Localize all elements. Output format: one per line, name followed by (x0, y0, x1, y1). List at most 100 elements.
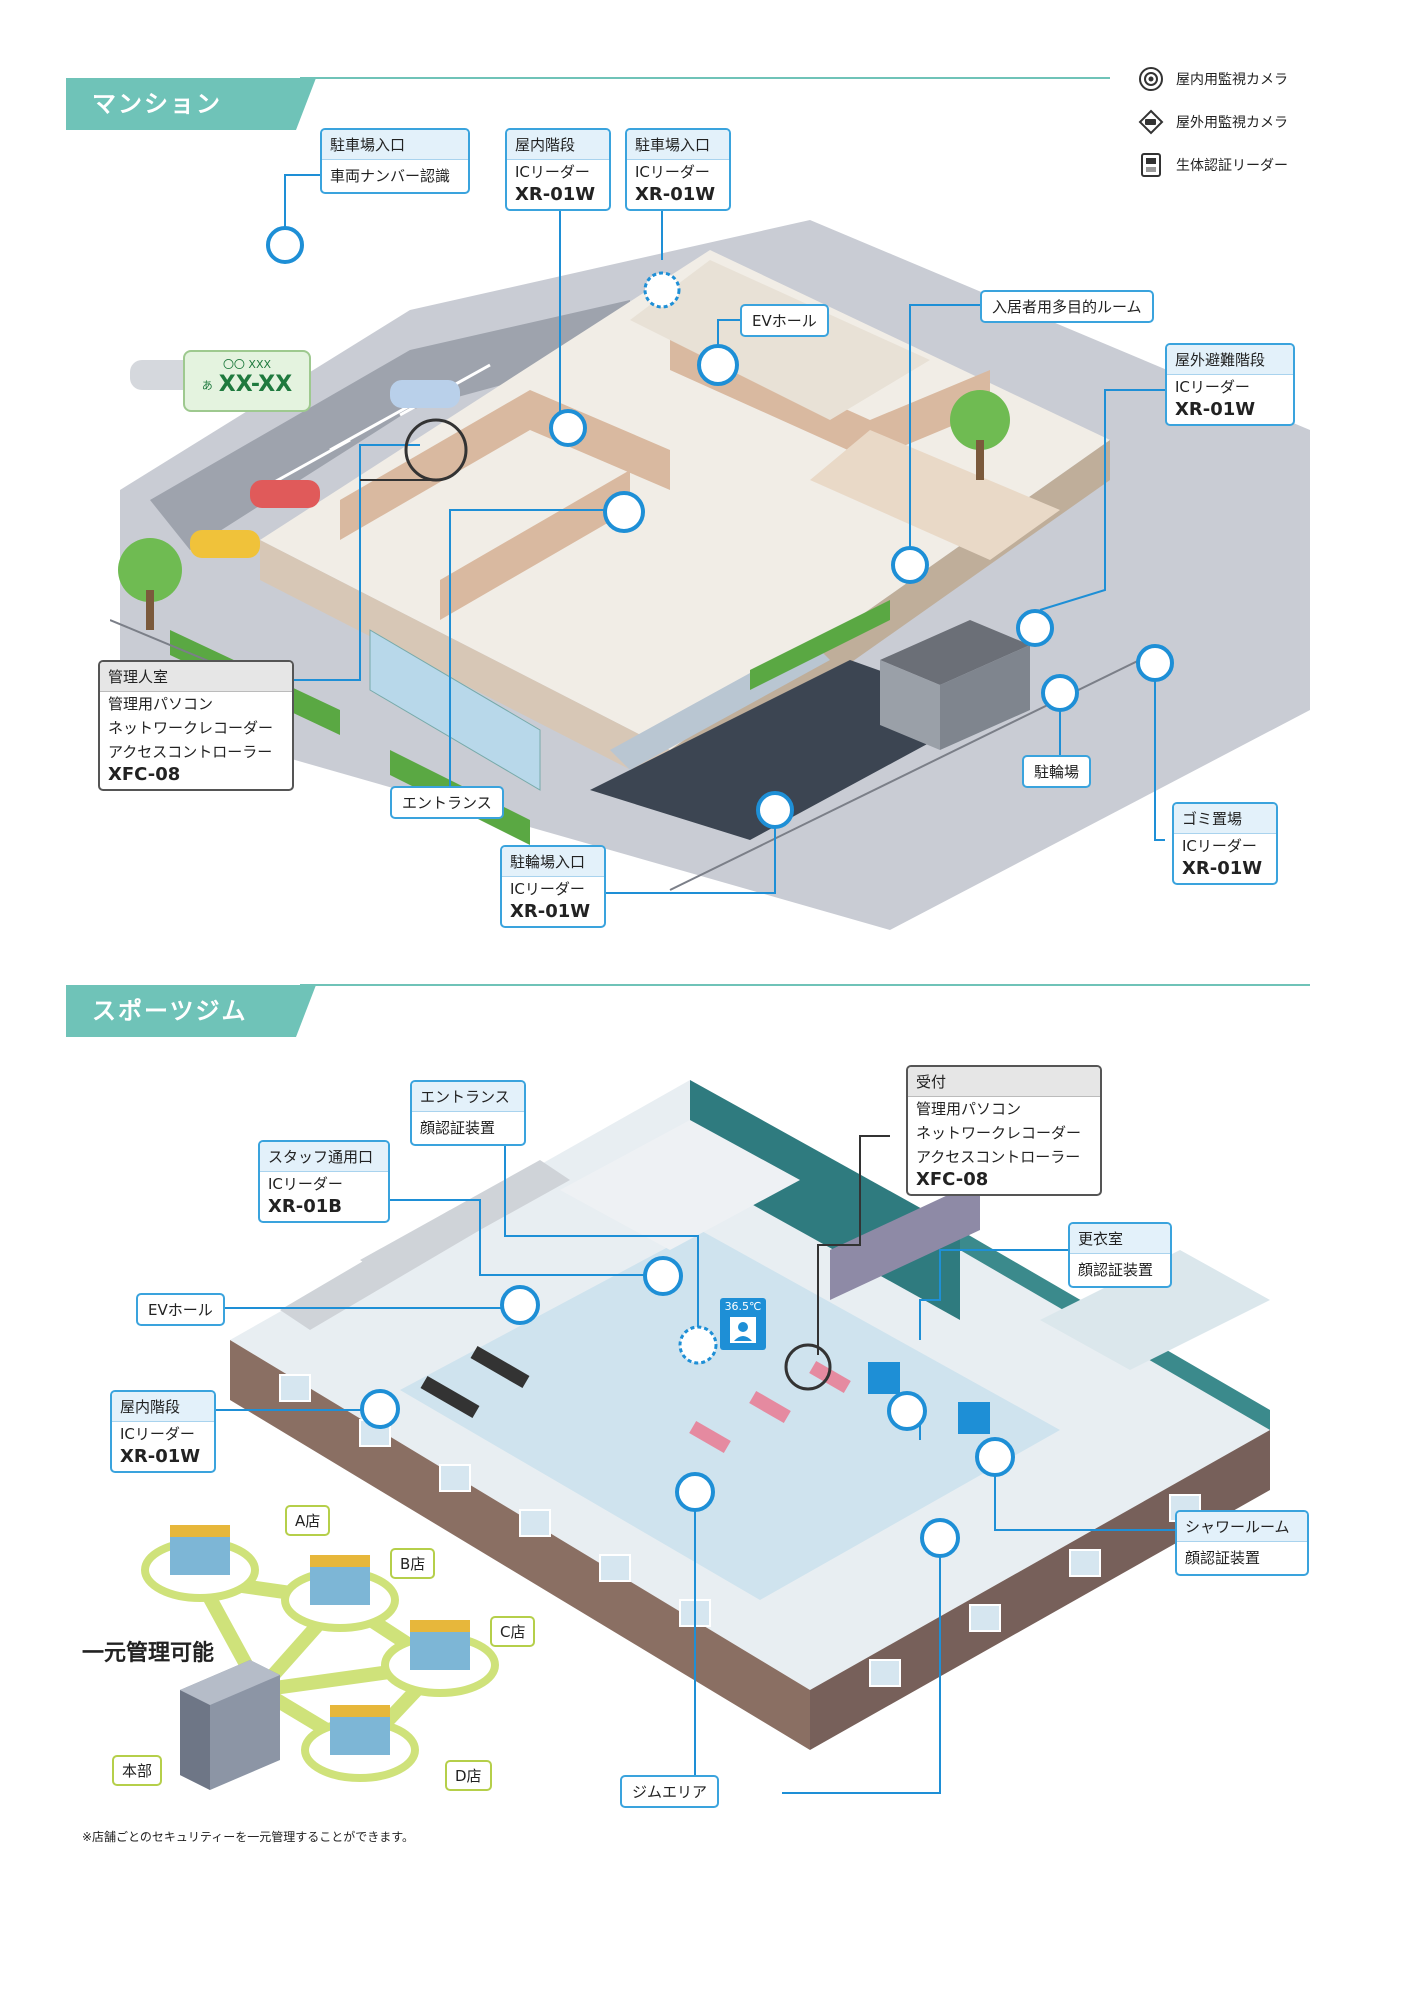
plate-kana: あ (201, 378, 213, 392)
callout-indoor-stairs: 屋内階段 ICリーダー XR-01W (505, 128, 611, 211)
callout-head: 屋内階段 (507, 130, 609, 160)
store-label-c: C店 (490, 1616, 536, 1647)
store-label-a: A店 (285, 1505, 331, 1536)
temperature-badge: 36.5℃ (720, 1298, 766, 1350)
store-label-d: D店 (445, 1760, 492, 1791)
callout-line: ICリーダー (515, 163, 590, 181)
legend-biometric-reader: 生体認証リーダー (1138, 152, 1288, 178)
callout-line: ICリーダー (635, 163, 710, 181)
callout-head: 屋内階段 (112, 1392, 214, 1422)
callout-line: 顔認証装置 (1078, 1261, 1154, 1279)
callout-gym-entrance: エントランス 顔認証装置 (410, 1080, 526, 1146)
callout-line: 車両ナンバー認識 (330, 167, 451, 185)
callout-head: 駐車場入口 (322, 130, 468, 160)
tag-ev-hall: EVホール (740, 304, 829, 337)
network-diagram (141, 1525, 499, 1790)
gym-illustration (230, 1080, 1270, 1750)
gym-title-rule (300, 984, 1310, 986)
callout-line: アクセスコントローラー (108, 743, 273, 761)
callout-model: XFC-08 (916, 1169, 989, 1190)
indoor-camera-icon (1139, 67, 1163, 91)
callout-line: ICリーダー (510, 880, 585, 898)
callout-head: スタッフ通用口 (260, 1142, 388, 1172)
gym-device-markers (360, 1256, 1015, 1558)
temperature-value: 36.5℃ (724, 1300, 762, 1313)
tag-label: EVホール (752, 312, 817, 330)
callout-model: XFC-08 (108, 764, 181, 785)
callout-head: シャワールーム (1177, 1512, 1307, 1542)
callout-parking-entrance-ic: 駐車場入口 ICリーダー XR-01W (625, 128, 731, 211)
callout-line: 管理用パソコン (916, 1100, 1022, 1118)
callout-manager-room: 管理人室 管理用パソコン ネットワークレコーダー アクセスコントローラー XFC… (98, 660, 294, 791)
tag-label: エントランス (402, 794, 492, 812)
callout-shower-room: シャワールーム 顔認証装置 (1175, 1510, 1309, 1576)
mansion-title-rule (300, 77, 1110, 79)
tag-entrance: エントランス (390, 786, 504, 819)
callout-head: 駐輪場入口 (502, 847, 604, 877)
callout-head: 屋外避難階段 (1167, 345, 1293, 375)
tag-label: 駐輪場 (1034, 763, 1080, 781)
callout-line: 顔認証装置 (420, 1119, 496, 1137)
callout-head: エントランス (412, 1082, 524, 1112)
callout-head: 更衣室 (1070, 1224, 1170, 1254)
tag-gym-ev-hall: EVホール (136, 1293, 225, 1326)
network-title: 一元管理可能 (82, 1641, 215, 1666)
legend-label: 屋内用監視カメラ (1176, 72, 1288, 88)
gym-section-title: スポーツジム (66, 985, 316, 1037)
tag-label: 入居者用多目的ルーム (992, 298, 1142, 316)
callout-head: 管理人室 (100, 662, 292, 692)
callout-garbage: ゴミ置場 ICリーダー XR-01W (1172, 802, 1278, 885)
mansion-section-title: マンション (66, 78, 316, 130)
callout-parking-entrance: 駐車場入口 車両ナンバー認識 (320, 128, 470, 194)
outdoor-camera-icon (1138, 109, 1164, 135)
tag-label: EVホール (148, 1301, 213, 1319)
callout-model: XR-01B (268, 1196, 342, 1217)
callout-head: ゴミ置場 (1174, 804, 1276, 834)
callout-head: 受付 (908, 1067, 1100, 1097)
legend-outdoor-camera: 屋外用監視カメラ (1138, 109, 1288, 135)
callout-bike-entrance: 駐輪場入口 ICリーダー XR-01W (500, 845, 606, 928)
callout-model: XR-01W (635, 184, 716, 205)
callout-locker-room: 更衣室 顔認証装置 (1068, 1222, 1172, 1288)
tag-bike-parking: 駐輪場 (1022, 755, 1092, 788)
store-label-b: B店 (390, 1548, 436, 1579)
store-label-hq: 本部 (112, 1755, 163, 1786)
callout-line: ICリーダー (120, 1425, 195, 1443)
callout-line: ネットワークレコーダー (916, 1124, 1082, 1142)
tag-multi-room: 入居者用多目的ルーム (980, 290, 1154, 323)
callout-line: 顔認証装置 (1185, 1549, 1261, 1567)
mansion-illustration (110, 220, 1310, 930)
legend-label: 屋外用監視カメラ (1176, 115, 1288, 131)
callout-gym-indoor-stairs: 屋内階段 ICリーダー XR-01W (110, 1390, 216, 1473)
footnote: ※店舗ごとのセキュリティーを一元管理することができます。 (82, 1830, 415, 1844)
callout-line: ネットワークレコーダー (108, 719, 274, 737)
callout-outdoor-stairs: 屋外避難階段 ICリーダー XR-01W (1165, 343, 1295, 426)
tag-label: ジムエリア (632, 1783, 708, 1801)
callout-line: ICリーダー (268, 1175, 343, 1193)
legend-indoor-camera: 屋内用監視カメラ (1138, 66, 1288, 92)
tag-gym-area: ジムエリア (620, 1775, 720, 1808)
callout-staff-entrance: スタッフ通用口 ICリーダー XR-01B (258, 1140, 390, 1223)
license-plate-bubble: 〇〇 XXX あ XX-XX (183, 350, 311, 412)
plate-top: 〇〇 XXX (222, 358, 272, 371)
legend-label: 生体認証リーダー (1176, 158, 1288, 174)
callout-line: 管理用パソコン (108, 695, 214, 713)
callout-model: XR-01W (1182, 858, 1263, 879)
callout-reception: 受付 管理用パソコン ネットワークレコーダー アクセスコントローラー XFC-0… (906, 1065, 1102, 1196)
biometric-reader-icon (1141, 153, 1161, 177)
callout-model: XR-01W (1175, 399, 1256, 420)
mansion-device-markers (266, 226, 1174, 829)
mansion-leader-lines (266, 174, 1174, 894)
callout-model: XR-01W (510, 901, 591, 922)
gym-title-text: スポーツジム (92, 997, 248, 1025)
callout-line: アクセスコントローラー (916, 1148, 1081, 1166)
face-scan-icon (730, 1317, 756, 1343)
callout-model: XR-01W (120, 1446, 201, 1467)
callout-head: 駐車場入口 (627, 130, 729, 160)
gym-leader-lines (205, 1112, 1175, 1794)
callout-model: XR-01W (515, 184, 596, 205)
callout-line: ICリーダー (1182, 837, 1257, 855)
plate-number: XX-XX (218, 372, 293, 397)
mansion-title-text: マンション (92, 90, 222, 118)
callout-line: ICリーダー (1175, 378, 1250, 396)
